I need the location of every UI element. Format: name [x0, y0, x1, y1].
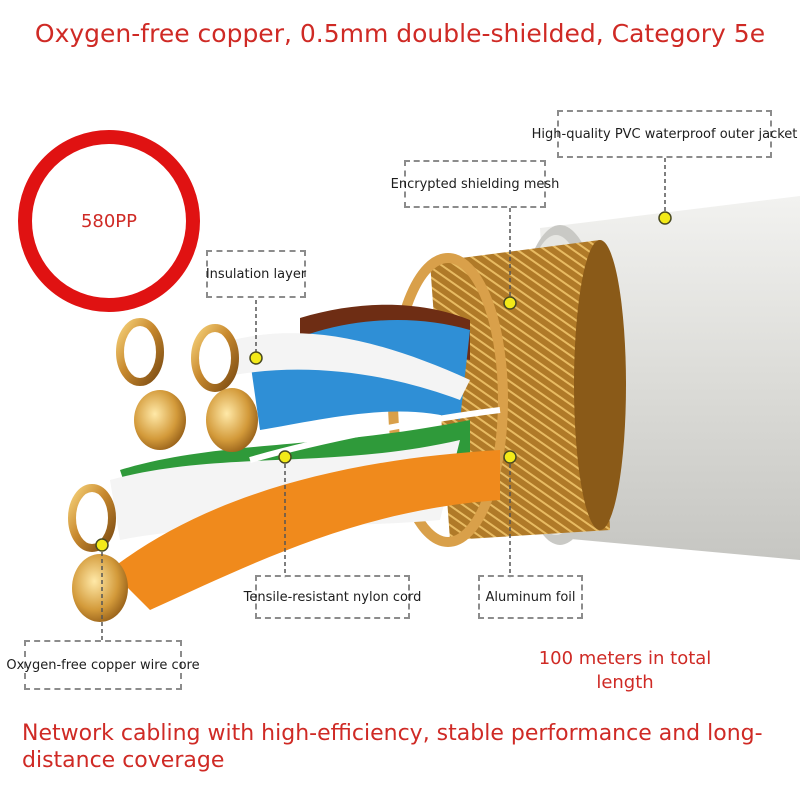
- marker-dot: [278, 450, 292, 464]
- callout-aluminum-foil: Aluminum foil: [478, 575, 583, 619]
- marker-dot: [503, 450, 517, 464]
- headline: Oxygen-free copper, 0.5mm double-shielde…: [34, 19, 766, 48]
- length-note: 100 meters in total length: [538, 648, 712, 693]
- marker-dot: [249, 351, 263, 365]
- callout-nylon-cord: Tensile-resistant nylon cord: [244, 575, 421, 619]
- callout-shielding-mesh: Encrypted shielding mesh: [391, 160, 559, 208]
- marker-dot: [658, 211, 672, 225]
- badge-label: 580PP: [80, 210, 138, 232]
- copper-cores-art: [68, 318, 258, 622]
- twisted-pairs-art: [110, 304, 501, 610]
- marker-dot: [503, 296, 517, 310]
- weight-badge: 580PP: [18, 130, 200, 312]
- callout-copper-core: Oxygen-free copper wire core: [6, 640, 200, 690]
- callout-outer-jacket: High-quality PVC waterproof outer jacket: [532, 110, 797, 158]
- callout-leaders: [101, 158, 666, 640]
- callout-insulation: Insulation layer: [206, 250, 306, 298]
- marker-dot: [95, 538, 109, 552]
- footer-tagline: Network cabling with high-efficiency, st…: [22, 721, 763, 773]
- marker-dots: [95, 211, 672, 552]
